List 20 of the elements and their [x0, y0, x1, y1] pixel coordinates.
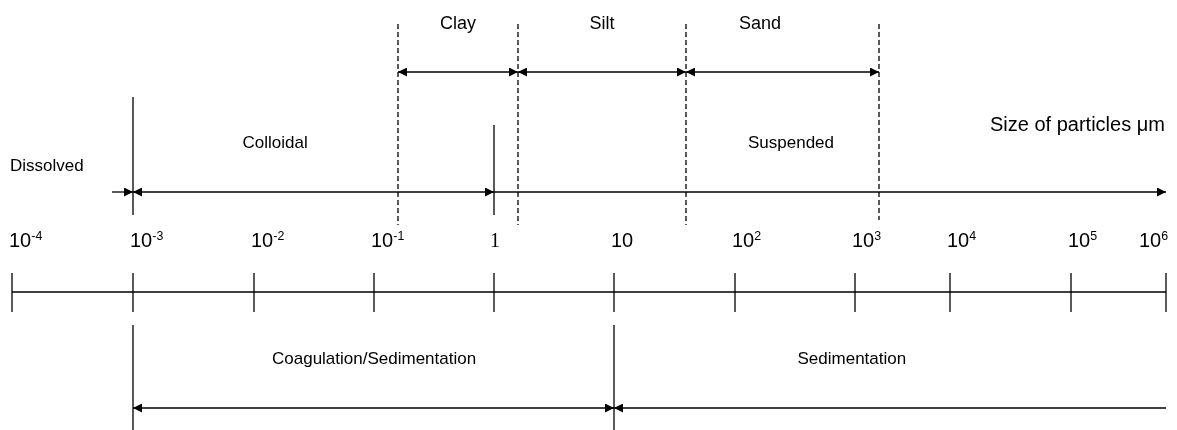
tick-label: 1 [490, 230, 500, 250]
range-label: Coagulation/Sedimentation [272, 350, 477, 367]
tick-label: 10$^{-1}$ [371, 230, 405, 250]
range-label: Colloidal [242, 134, 308, 151]
range-label: Sand [739, 14, 782, 32]
tick-label: 10$^{3}$ [852, 230, 882, 250]
tick-label: 10$^{5}$ [1068, 230, 1098, 250]
tick-label: 10$^{4}$ [947, 230, 977, 250]
range-label: Silt [589, 14, 615, 32]
tick-label: 10$^{-2}$ [251, 230, 285, 250]
tick-label: 10 [611, 230, 634, 250]
tick-label: 10$^{6}$ [1139, 230, 1169, 250]
range-label: Suspended [748, 134, 835, 151]
range-label: Dissolved [10, 157, 84, 174]
range-label: Clay [440, 14, 476, 32]
tick-label: 10$^{-4}$ [9, 230, 43, 250]
tick-label: 10$^{2}$ [732, 230, 762, 250]
range-label: Sedimentation [797, 350, 907, 367]
axis-title: Size of particles μm [990, 114, 1165, 134]
tick-label: 10$^{-3}$ [130, 230, 164, 250]
